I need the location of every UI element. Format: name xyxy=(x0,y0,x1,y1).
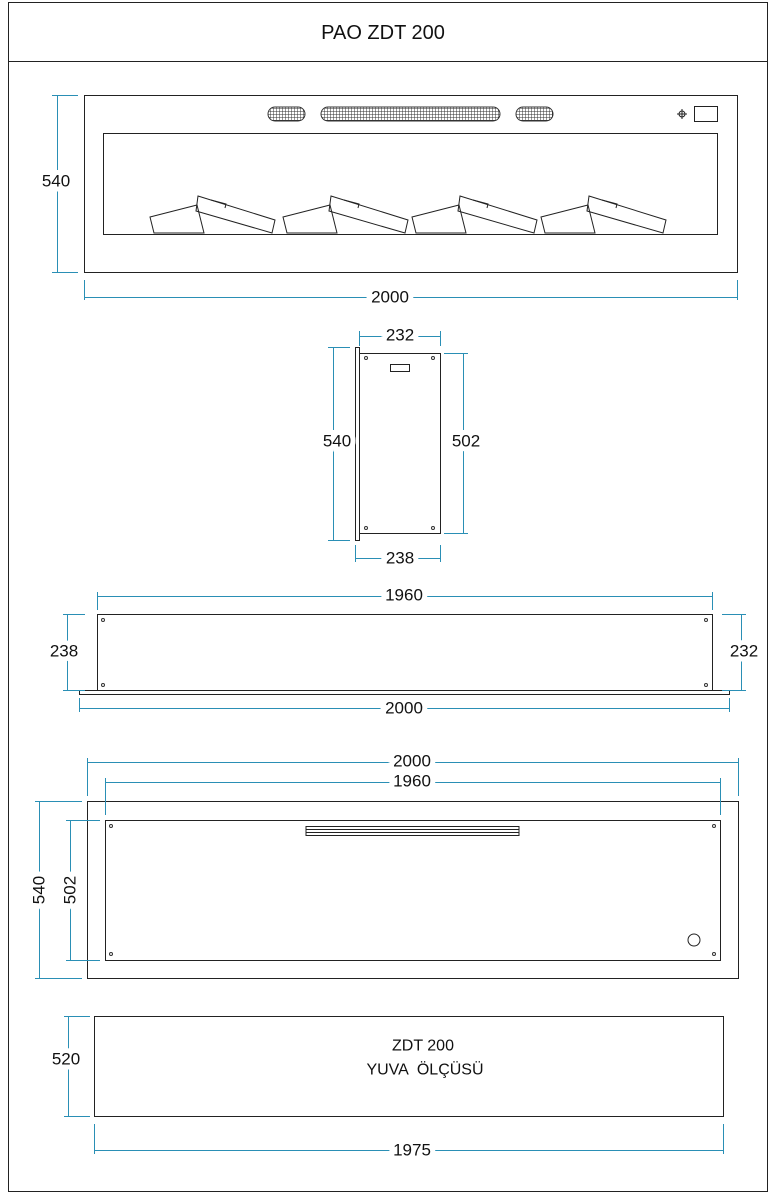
niche-view: ZDT 200 YUVA ÖLÇÜSÜ 520 1975 xyxy=(47,1016,724,1165)
dim-side-bottom-depth: 238 xyxy=(386,549,414,568)
dim-back-height: 540 xyxy=(30,876,49,904)
log-set-4 xyxy=(540,195,667,234)
dim-line-side-height xyxy=(328,347,350,541)
vent-grille-center xyxy=(320,106,501,122)
dim-line-back-body xyxy=(105,778,721,815)
dim-back-body-height: 502 xyxy=(61,876,80,904)
dim-top-body-width: 1960 xyxy=(385,586,423,605)
dim-line-top-right xyxy=(722,614,746,691)
front-body xyxy=(84,95,738,273)
vent-grille-right xyxy=(515,106,554,122)
dim-niche-width: 1975 xyxy=(393,1141,431,1160)
niche-label: YUVA ÖLÇÜSÜ xyxy=(366,1061,483,1079)
dim-line-top-total xyxy=(79,698,730,712)
side-flange xyxy=(355,347,360,541)
dim-line-back-body-height xyxy=(66,820,100,961)
flame-window xyxy=(103,133,718,235)
back-view: 2000 1960 540 502 xyxy=(25,747,739,979)
back-panel xyxy=(105,820,721,961)
niche-model: ZDT 200 xyxy=(392,1038,454,1055)
side-view: 232 540 502 238 xyxy=(318,321,485,573)
dim-line-top-left xyxy=(63,614,85,691)
niche-outline xyxy=(94,1016,724,1117)
dim-line-back-total xyxy=(87,758,739,796)
dim-line-side-top xyxy=(359,331,441,346)
dim-back-body-width: 1960 xyxy=(393,772,431,791)
top-view: 1960 238 232 2000 xyxy=(45,581,763,723)
back-body xyxy=(87,801,739,979)
dim-line-top-body xyxy=(97,592,713,610)
page-title: PAO ZDT 200 xyxy=(321,22,445,44)
dim-side-height: 540 xyxy=(323,432,351,451)
log-set-2 xyxy=(282,195,409,234)
dim-line-height xyxy=(52,95,78,273)
dim-line-side-bottom xyxy=(355,545,441,562)
sheet-border xyxy=(8,2,768,1192)
side-slot xyxy=(390,364,410,372)
log-set-3 xyxy=(411,195,538,234)
dim-niche-height: 520 xyxy=(52,1050,80,1069)
dim-line-width xyxy=(84,280,738,300)
dim-top-right-depth: 232 xyxy=(730,642,758,661)
dim-top-left-depth: 238 xyxy=(50,642,78,661)
vent-grille-left xyxy=(267,106,306,122)
back-vent xyxy=(305,826,520,836)
control-knob-icon xyxy=(677,109,687,119)
dim-side-body-height: 502 xyxy=(452,432,480,451)
dim-back-total-width: 2000 xyxy=(393,752,431,771)
front-view: 540 2000 xyxy=(37,95,738,312)
dim-front-width: 2000 xyxy=(371,288,409,307)
dim-line-niche-height xyxy=(64,1016,90,1117)
dim-top-total-width: 2000 xyxy=(385,699,423,718)
top-body xyxy=(97,614,713,691)
dim-line-back-height xyxy=(35,801,82,979)
side-body xyxy=(359,353,441,534)
log-set-1 xyxy=(149,195,276,234)
dim-side-top-depth: 232 xyxy=(386,326,414,345)
top-flange xyxy=(79,690,730,695)
dim-front-height: 540 xyxy=(42,172,70,191)
display-panel xyxy=(694,106,718,122)
dim-line-side-body xyxy=(444,353,468,534)
cable-hole xyxy=(687,933,701,947)
dim-line-niche-width xyxy=(94,1124,724,1154)
